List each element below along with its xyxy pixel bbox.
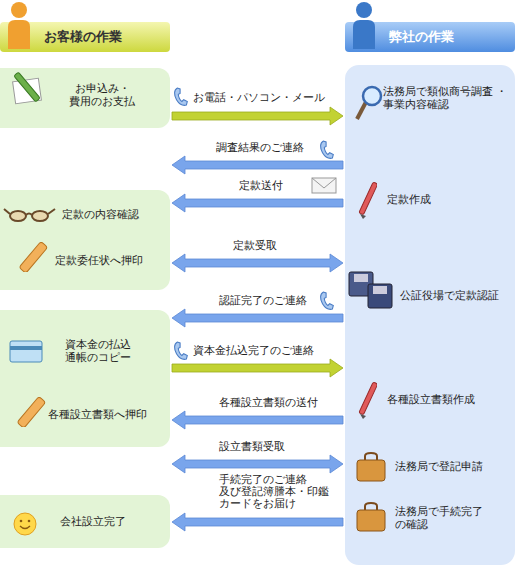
edge-label: 手続完了のご連絡 及び登記簿謄本・印鑑 カードをお届け: [218, 474, 335, 510]
node-text: 会社設立完了: [60, 515, 126, 528]
node-text: 各種設立書類作成: [387, 393, 475, 406]
edge-label: お電話・パソコン・メール: [192, 92, 326, 104]
node-text: 公証役場で定款認証: [400, 289, 499, 302]
passbook-icon: [10, 341, 42, 362]
edge-label: 調査結果のご連絡: [215, 142, 305, 154]
flow-arrow: [172, 107, 343, 125]
node-text: 法務局で手続完了 の確認: [395, 505, 495, 531]
node-text: お客様の作業: [44, 22, 170, 52]
phone-icon: [175, 88, 188, 105]
step-item: 会社設立完了: [60, 515, 126, 528]
company-panel: 法務局で類似商号調査 ・事業内容確認定款作成公証役場で定款認証各種設立書類作成法…: [345, 65, 515, 565]
flow-arrow: [172, 359, 343, 377]
step-item: 各種設立書類作成: [387, 393, 475, 406]
edge-label: 設立書類受取: [218, 441, 286, 453]
phone-icon: [175, 342, 188, 359]
step-item: 資本金の払込 通帳のコピー: [58, 338, 138, 364]
customer-icon: [8, 2, 30, 49]
flow-arrow: [172, 411, 343, 429]
step-item: 法務局で登記申請: [395, 460, 483, 473]
edge-label: 各種設立書類の送付: [218, 397, 319, 409]
edge-label: 定款受取: [232, 240, 278, 252]
step-item: 定款委任状へ押印: [55, 254, 143, 267]
customer-panel: 定款の内容確認定款委任状へ押印: [0, 190, 170, 290]
node-text: 各種設立書類へ押印: [48, 408, 147, 421]
edge-label: 定款送付: [238, 180, 284, 192]
node-text: 法務局で登記申請: [395, 460, 483, 473]
edge-label: 資本金払込完了のご連絡: [192, 345, 315, 357]
phone-icon: [321, 292, 334, 309]
company-icon: [353, 2, 375, 49]
step-item: 定款作成: [387, 193, 431, 206]
step-item: 法務局で類似商号調査 ・事業内容確認: [383, 85, 509, 111]
step-item: 定款の内容確認: [62, 208, 139, 221]
step-item: 各種設立書類へ押印: [48, 408, 147, 421]
flow-arrow: [172, 194, 343, 212]
flow-arrow: [172, 254, 343, 272]
envelope-icon: [312, 178, 336, 193]
step-item: 公証役場で定款認証: [400, 289, 499, 302]
node-text: 定款作成: [387, 193, 431, 206]
node-text: 法務局で類似商号調査 ・事業内容確認: [383, 85, 509, 111]
node-text: お申込み・ 費用のお支払: [62, 82, 142, 108]
node-text: 資本金の払込 通帳のコピー: [58, 338, 138, 364]
step-item: 法務局で手続完了 の確認: [395, 505, 495, 531]
flow-arrow: [172, 455, 343, 473]
step-item: お申込み・ 費用のお支払: [62, 82, 142, 108]
phone-icon: [321, 141, 334, 158]
flow-arrow: [172, 513, 343, 531]
flow-arrow: [172, 309, 343, 327]
node-text: 定款の内容確認: [62, 208, 139, 221]
smile-icon: [14, 513, 36, 535]
flow-arrow: [172, 156, 343, 174]
node-text: 弊社の作業: [389, 22, 515, 52]
edge-label: 認証完了のご連絡: [218, 295, 308, 307]
node-text: 定款委任状へ押印: [55, 254, 143, 267]
